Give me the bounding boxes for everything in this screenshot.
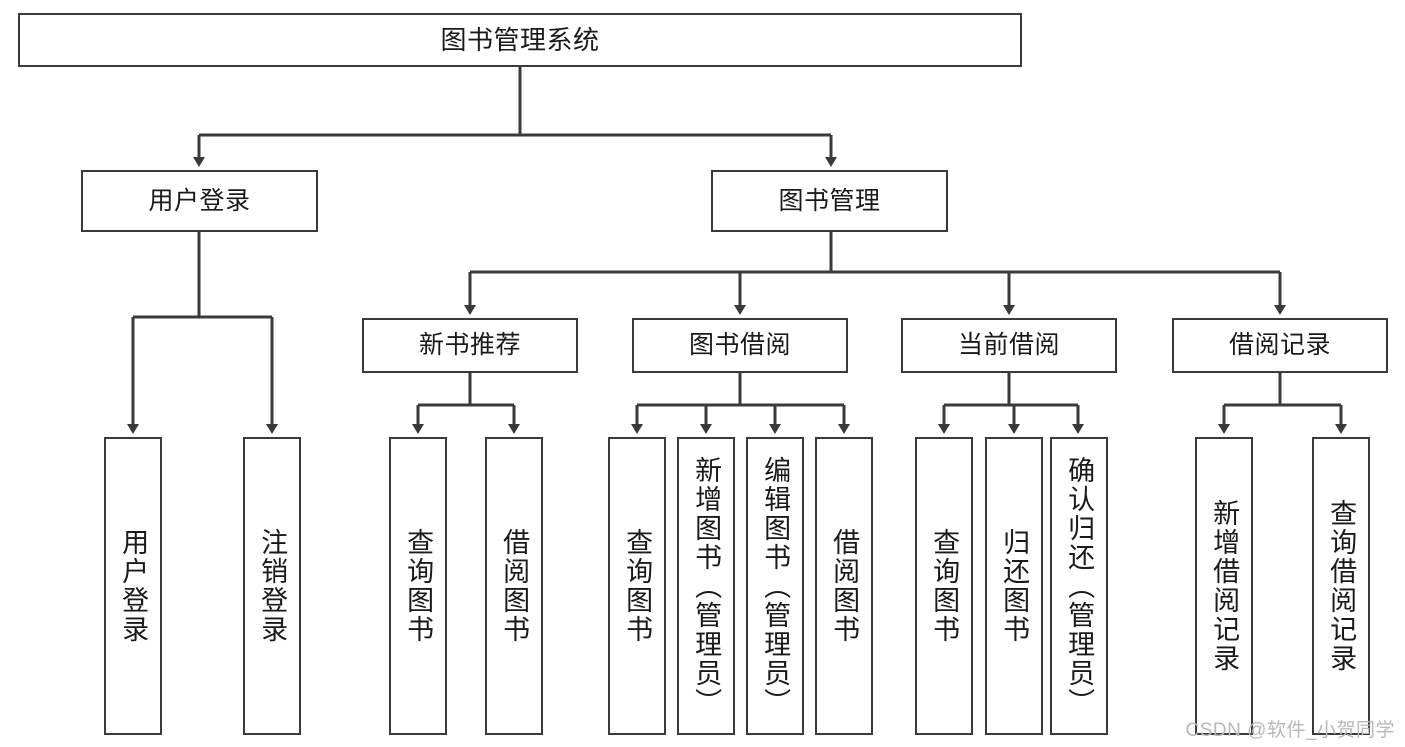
node-label: 新书推荐 — [418, 331, 521, 359]
node-leaf-new-book-query[interactable]: 查询图书 — [389, 437, 447, 735]
node-leaf-new-book-borrow[interactable]: 借阅图书 — [485, 437, 543, 735]
node-leaf-book-borrow-query[interactable]: 查询图书 — [608, 437, 666, 735]
node-leaf-user-login-logout[interactable]: 注销登录 — [243, 437, 301, 735]
node-label: 借阅记录 — [1228, 331, 1331, 359]
node-label: 借阅图书 — [499, 528, 530, 644]
node-label: 查询借阅记录 — [1326, 499, 1357, 673]
node-current-borrow[interactable]: 当前借阅 — [901, 318, 1117, 373]
node-user-login[interactable]: 用户登录 — [81, 170, 318, 232]
node-label: 编辑图书（管理员） — [760, 455, 791, 717]
node-label: 用户登录 — [118, 528, 149, 644]
node-book-borrow[interactable]: 图书借阅 — [632, 318, 848, 373]
node-label: 确认归还（管理员） — [1064, 455, 1095, 717]
node-leaf-borrow-record-add[interactable]: 新增借阅记录 — [1195, 437, 1253, 735]
node-leaf-current-borrow-query[interactable]: 查询图书 — [915, 437, 973, 735]
node-label: 当前借阅 — [957, 331, 1060, 359]
node-leaf-current-borrow-confirm-return[interactable]: 确认归还（管理员） — [1050, 437, 1108, 735]
node-label: 查询图书 — [929, 528, 960, 644]
node-leaf-borrow-record-query[interactable]: 查询借阅记录 — [1312, 437, 1370, 735]
node-label: 归还图书 — [999, 528, 1030, 644]
node-label: 新增图书（管理员） — [691, 455, 722, 717]
node-label: 用户登录 — [148, 186, 251, 215]
node-label: 新增借阅记录 — [1209, 499, 1240, 673]
node-borrow-record[interactable]: 借阅记录 — [1172, 318, 1388, 373]
node-label: 查询图书 — [622, 528, 653, 644]
node-new-book-recommend[interactable]: 新书推荐 — [362, 318, 578, 373]
node-leaf-book-borrow-edit[interactable]: 编辑图书（管理员） — [746, 437, 804, 735]
node-leaf-current-borrow-return[interactable]: 归还图书 — [985, 437, 1043, 735]
node-leaf-book-borrow-add[interactable]: 新增图书（管理员） — [677, 437, 735, 735]
node-label: 图书管理 — [778, 186, 881, 215]
node-label: 注销登录 — [257, 528, 288, 644]
node-root-system[interactable]: 图书管理系统 — [18, 13, 1022, 67]
node-label: 借阅图书 — [829, 528, 860, 644]
node-book-management[interactable]: 图书管理 — [711, 170, 948, 232]
node-label: 图书借阅 — [688, 331, 791, 359]
node-label: 查询图书 — [403, 528, 434, 644]
node-leaf-user-login-login[interactable]: 用户登录 — [104, 437, 162, 735]
node-leaf-book-borrow-borrow[interactable]: 借阅图书 — [815, 437, 873, 735]
node-label: 图书管理系统 — [440, 25, 600, 55]
